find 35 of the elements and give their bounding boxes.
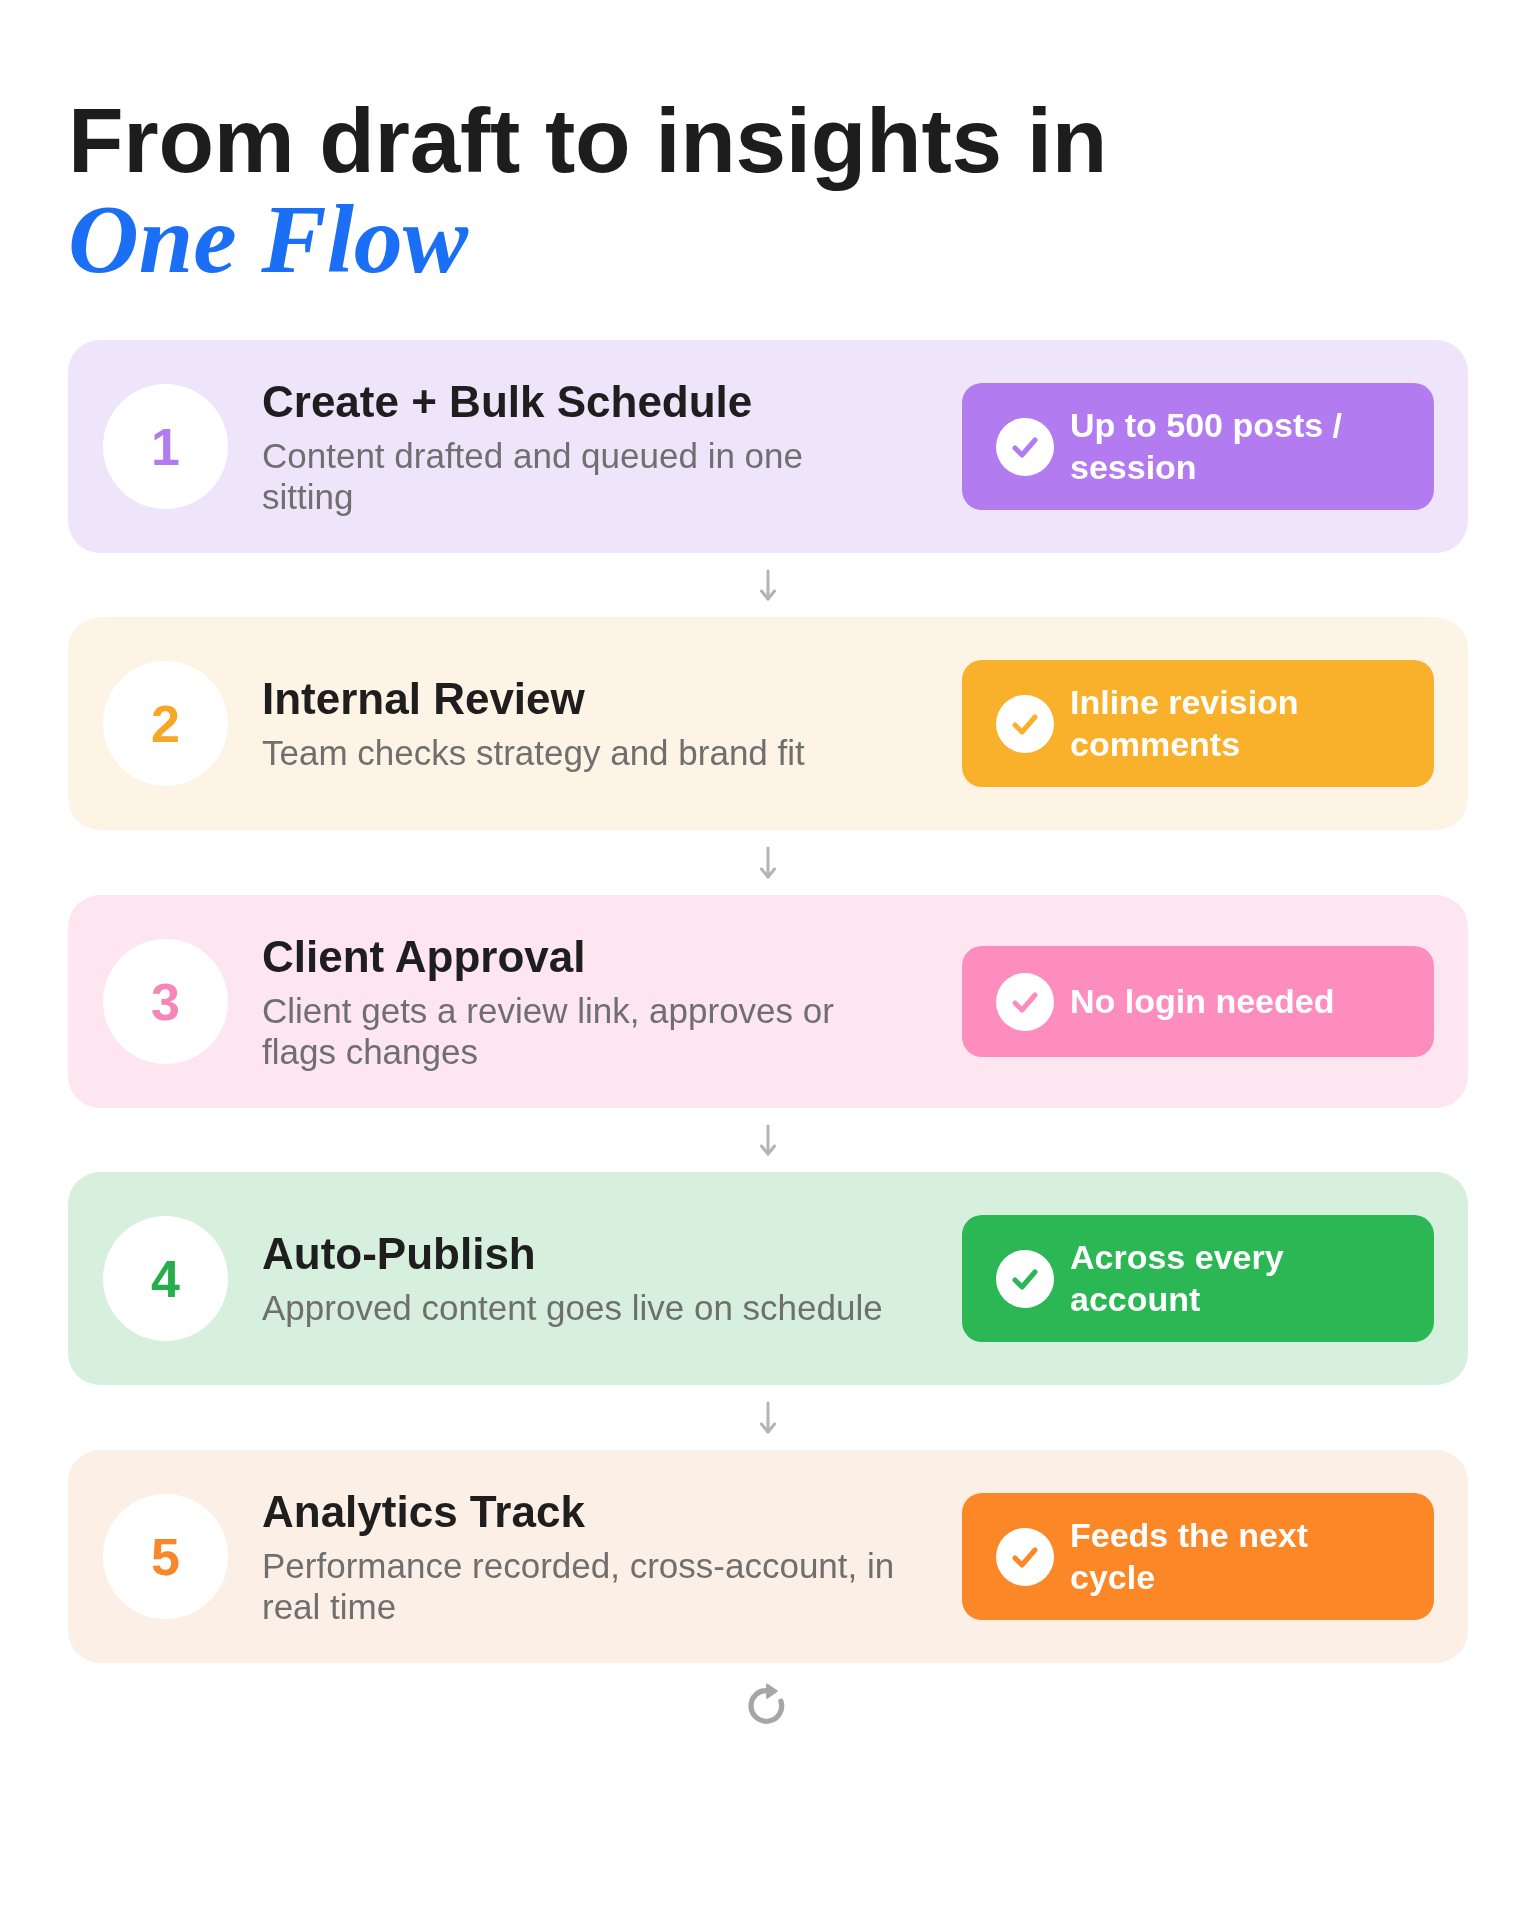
feature-tag [962, 660, 1434, 787]
number-circle: 2 [103, 661, 228, 786]
title: From draft to insights in One Flow [68, 92, 1107, 288]
tag-text: Across every account [1070, 1237, 1285, 1320]
arrow [760, 1401, 776, 1434]
tag-text: Feeds the next cycle [1070, 1515, 1310, 1598]
number-circle: 3 [103, 939, 228, 1064]
number-circle: 5 [103, 1494, 228, 1619]
tag-text: Up to 500 posts / session [1070, 405, 1344, 488]
feature-tag [962, 1215, 1434, 1342]
step-card [68, 617, 1468, 830]
step-title: Create + Bulk Schedule [262, 375, 754, 428]
arrow [760, 846, 776, 879]
arrow [760, 569, 776, 601]
arrow [760, 1124, 776, 1156]
step-title: Auto-Publish [262, 1228, 537, 1281]
step-description: Content drafted and queued in one sitting [262, 434, 804, 518]
step-card [68, 895, 1468, 1108]
step-description: Approved content goes live on schedule [262, 1287, 884, 1329]
tag-text: Inline revision comments [1070, 682, 1300, 765]
step-title: Analytics Track [262, 1485, 586, 1538]
feature-tag [962, 946, 1434, 1057]
step-card [68, 1450, 1468, 1663]
step-description: Performance recorded, cross-account, in real time [262, 1544, 896, 1628]
number-circle: 1 [103, 384, 228, 509]
step-description: Team checks strategy and brand fit [262, 732, 806, 774]
step-card [68, 1172, 1468, 1385]
feature-tag [962, 383, 1434, 510]
step-title: Internal Review [262, 673, 586, 726]
number-circle: 4 [103, 1216, 228, 1341]
tag-text: No login needed [1070, 980, 1335, 1022]
feature-tag [962, 1493, 1434, 1620]
step-title: Client Approval [262, 930, 587, 983]
step-description: Client gets a review link, approves or flags changes [262, 989, 835, 1073]
step-card [68, 340, 1468, 553]
